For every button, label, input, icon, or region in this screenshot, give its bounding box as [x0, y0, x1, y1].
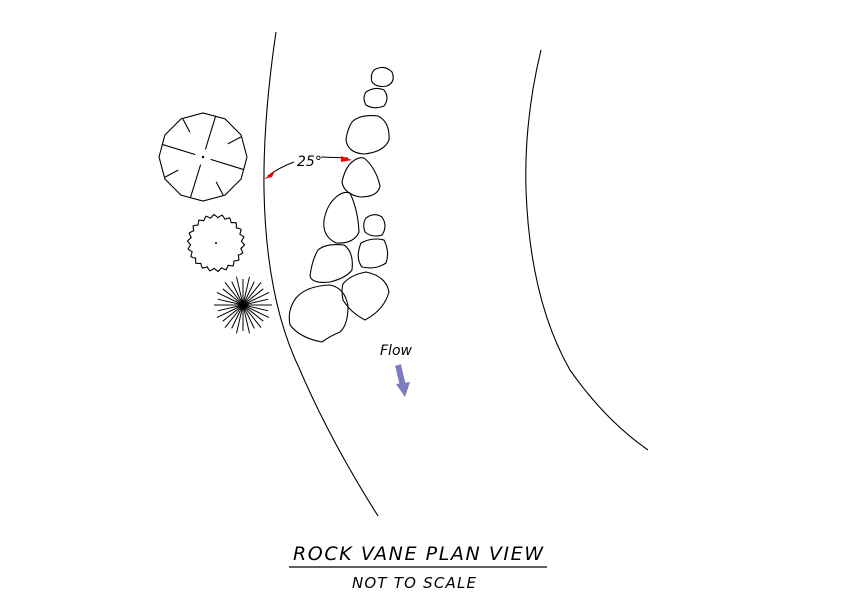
conifer-branch: [242, 304, 250, 334]
tree-slit: [215, 181, 224, 196]
conifer-branch: [242, 298, 269, 306]
rock: [370, 66, 394, 88]
rock: [323, 191, 360, 244]
conifer-branch: [242, 304, 269, 312]
tree-outline: [158, 112, 248, 202]
conifer-branch: [242, 304, 264, 322]
tree-slit: [189, 164, 202, 199]
tree-slit: [227, 136, 242, 145]
tree-slit: [204, 115, 217, 150]
conifer-branch: [242, 304, 255, 329]
rock-vane-rocks: [288, 66, 394, 343]
rock: [288, 284, 349, 343]
rock: [341, 157, 381, 198]
conifer-branch: [222, 304, 244, 322]
tree-center: [201, 155, 205, 159]
rock: [341, 271, 390, 321]
flow-arrow: [395, 364, 410, 397]
tree-slit: [161, 143, 196, 156]
conifer-branch: [236, 276, 244, 306]
deciduous-tree-symbol: [158, 112, 248, 202]
conifer-branch: [231, 281, 244, 306]
rock: [363, 87, 388, 109]
shrub-symbol: [186, 213, 246, 273]
dimension-arrow-right: [341, 156, 352, 162]
conifer-branch: [242, 304, 262, 329]
conifer-branch: [242, 291, 270, 306]
tree-slit: [182, 118, 191, 133]
tree-slit: [164, 169, 179, 178]
dimension-leader-left: [267, 161, 295, 177]
conifer-branch: [242, 281, 255, 306]
drawing-title: ROCK VANE PLAN VIEW: [293, 543, 544, 565]
conifer-branch: [231, 304, 244, 329]
conifer-branch: [222, 288, 244, 306]
rock: [363, 214, 386, 237]
conifer-branch: [224, 304, 244, 329]
conifer-branch: [236, 304, 244, 334]
shrub-outline: [186, 213, 246, 273]
angle-label: 25°: [297, 154, 322, 170]
conifer-branch: [217, 298, 244, 306]
conifer-branch: [242, 288, 264, 306]
conifer-tree-symbol: [214, 276, 272, 334]
conifer-branch: [224, 281, 244, 306]
tree-slit: [210, 158, 245, 171]
conifer-branch: [242, 281, 262, 306]
conifer-center: [240, 302, 246, 308]
right-stream-bank: [525, 49, 649, 451]
dimension-arrow-left: [264, 171, 275, 179]
drawing-subtitle: NOT TO SCALE: [352, 574, 477, 592]
conifer-branch: [216, 304, 244, 319]
rock: [345, 115, 390, 155]
conifer-branch: [242, 304, 270, 319]
conifer-branch: [242, 276, 250, 306]
angle-dimension: 25°: [264, 154, 352, 179]
conifer-branch: [216, 291, 244, 306]
flow-label: Flow: [380, 343, 413, 359]
left-stream-bank: [263, 31, 379, 517]
rock: [309, 244, 353, 283]
rock: [357, 238, 389, 269]
shrub-center: [215, 242, 217, 244]
conifer-branch: [217, 304, 244, 312]
